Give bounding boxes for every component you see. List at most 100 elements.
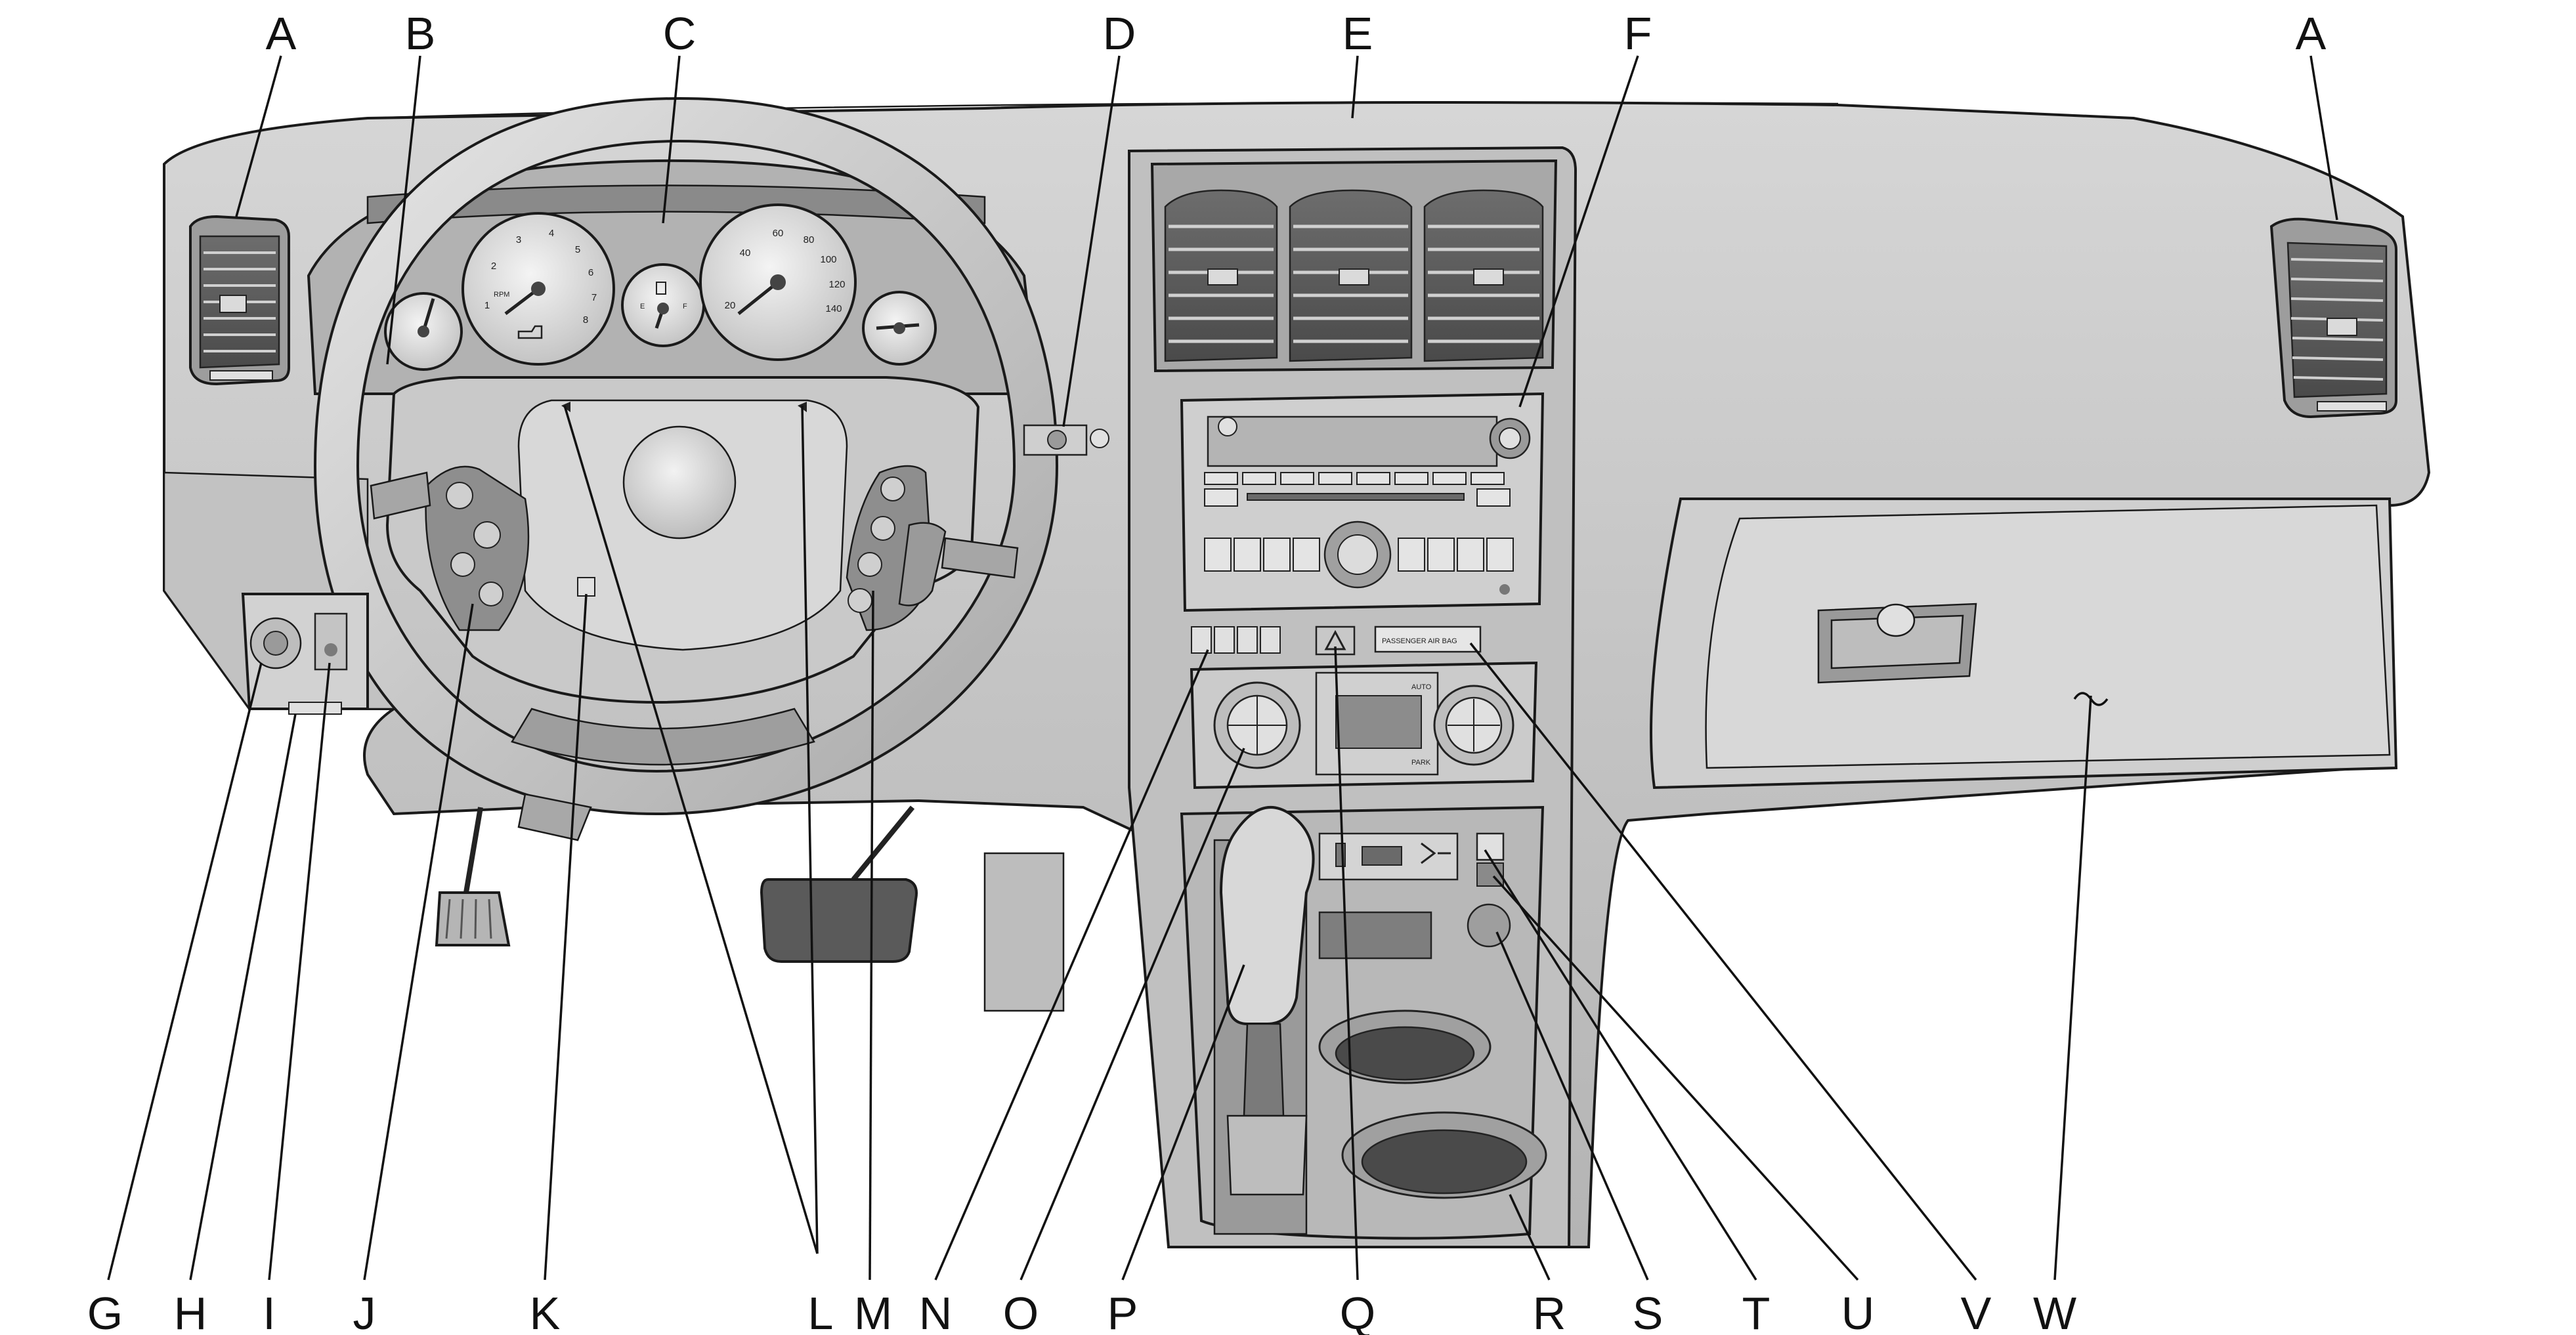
glove-box-door — [1705, 504, 2391, 769]
airbag-status-text: PASSENGER AIR BAG — [1382, 637, 1457, 645]
speedometer: 20 40 60 80 100 120 140 — [699, 203, 857, 361]
cd-slot[interactable] — [1247, 493, 1465, 501]
speed-tick-label: 140 — [825, 303, 842, 314]
rear-cupholder[interactable] — [1341, 1111, 1547, 1199]
speed-tick-label: 80 — [804, 234, 815, 245]
cruise-on-off-button[interactable] — [479, 582, 504, 606]
tach-tick-label: 2 — [491, 261, 496, 272]
adjustable-pedals-switch[interactable] — [1023, 424, 1109, 456]
callout-j: J — [353, 1288, 376, 1335]
rear-defog-button[interactable] — [1214, 626, 1235, 654]
passenger-temperature-knob[interactable] — [1433, 685, 1514, 766]
callout-leader-lines — [107, 55, 2338, 1281]
center-stack: PASSENGER AIR BAG AUTO PARK — [1128, 146, 1578, 1248]
callout-r: R — [1533, 1288, 1566, 1335]
glove-box-handle[interactable] — [1817, 603, 1977, 684]
cruise-resume-button[interactable] — [473, 521, 501, 549]
callout-p: P — [1107, 1288, 1138, 1335]
accessory-power-outlet[interactable] — [1467, 903, 1511, 948]
fuel-pump-icon — [656, 282, 666, 295]
fuel-empty-label: E — [640, 303, 645, 310]
climate-park-label: PARK — [1411, 759, 1431, 767]
callout-b: B — [405, 8, 436, 59]
cruise-cancel-button[interactable] — [450, 552, 475, 577]
check-engine-icon — [517, 325, 543, 339]
hood-release-lever[interactable] — [288, 702, 342, 715]
tach-tick-label: 7 — [591, 292, 597, 303]
center-vent-middle[interactable] — [1289, 189, 1413, 362]
speed-tick-label: 40 — [740, 247, 751, 259]
traction-control-button[interactable] — [1191, 626, 1212, 654]
callout-g: G — [87, 1288, 123, 1335]
speed-tick-label: 100 — [820, 254, 836, 265]
headlamp-control-panel — [241, 593, 369, 715]
audio-source-button[interactable] — [848, 588, 872, 613]
audio-volume-button[interactable] — [870, 516, 895, 541]
audio-function-buttons[interactable] — [1204, 538, 1514, 572]
center-air-vents[interactable] — [1150, 159, 1558, 373]
callout-a-left: A — [266, 8, 297, 59]
callout-q: Q — [1340, 1288, 1375, 1335]
left-steering-wheel-controls[interactable] — [425, 465, 530, 631]
callout-c: C — [663, 8, 697, 59]
tachometer: 1 2 3 4 5 6 7 8 RPM — [462, 212, 615, 366]
callout-labels: A B C D E F A G H I J K L M N O P Q R S … — [87, 8, 2327, 1335]
left-side-air-vent[interactable] — [189, 215, 290, 386]
climate-display: AUTO PARK — [1315, 671, 1439, 776]
speed-tick-label: 60 — [773, 228, 784, 239]
callout-e: E — [1342, 8, 1373, 59]
rear-wiper-button[interactable] — [1237, 626, 1258, 654]
shift-lever[interactable] — [1213, 806, 1315, 1235]
tach-tick-label: 3 — [516, 234, 521, 245]
front-cupholder[interactable] — [1318, 1009, 1492, 1084]
callout-d: D — [1103, 8, 1136, 59]
audio-system[interactable] — [1180, 392, 1545, 612]
callout-s: S — [1633, 1288, 1664, 1335]
right-side-air-vent[interactable] — [2269, 217, 2397, 419]
tow-haul-button[interactable] — [1362, 846, 1402, 866]
callout-k: K — [530, 1288, 561, 1335]
coolant-temperature-gauge — [384, 292, 463, 371]
cruise-set-button[interactable] — [446, 482, 473, 509]
instrument-cluster: 1 2 3 4 5 6 7 8 RPM E F 20 40 60 — [307, 159, 1039, 395]
rear-climate-button[interactable] — [1260, 626, 1281, 654]
passenger-airbag-status-indicator: PASSENGER AIR BAG — [1374, 625, 1482, 653]
accelerator-pedal[interactable] — [435, 807, 511, 946]
callout-i: I — [263, 1288, 275, 1335]
parking-brake-pedal[interactable] — [983, 852, 1065, 1012]
callout-a-right: A — [2296, 8, 2327, 59]
tilt-wheel-lever[interactable] — [577, 577, 595, 597]
auxiliary-input-jack[interactable] — [1476, 832, 1505, 861]
climate-auto-label: AUTO — [1411, 683, 1432, 691]
fuel-gauge: E F — [621, 263, 705, 347]
callout-n: N — [919, 1288, 953, 1335]
center-vent-left[interactable] — [1164, 189, 1278, 362]
right-paddle[interactable] — [898, 522, 947, 606]
audio-display — [1207, 415, 1498, 467]
callout-h: H — [174, 1288, 207, 1335]
horn-pad-emblem[interactable] — [622, 425, 737, 540]
audio-preset-buttons[interactable] — [1204, 472, 1505, 485]
audio-power-knob[interactable] — [1218, 417, 1237, 436]
callout-u: U — [1841, 1288, 1875, 1335]
tach-tick-label: 6 — [588, 267, 593, 278]
callout-o: O — [1003, 1288, 1039, 1335]
audio-seek-button[interactable] — [880, 477, 905, 501]
center-vent-right[interactable] — [1423, 189, 1544, 362]
audio-mute-button[interactable] — [857, 552, 882, 577]
tach-tick-label: 1 — [484, 300, 490, 311]
driver-temperature-knob[interactable] — [1213, 681, 1301, 769]
windshield-wiper-lever[interactable] — [941, 537, 1019, 579]
turn-signal-lever[interactable] — [370, 471, 431, 520]
brake-pedal[interactable] — [760, 805, 918, 963]
power-outlet-icon — [1421, 842, 1451, 864]
callout-l: L — [808, 1288, 834, 1335]
steering-wheel[interactable] — [313, 96, 1059, 816]
speed-tick-label: 20 — [725, 300, 736, 311]
storage-bin[interactable] — [1318, 911, 1432, 960]
callout-w: W — [2033, 1288, 2076, 1335]
instrument-panel-brightness-control[interactable] — [314, 612, 348, 671]
tach-tick-label: 4 — [549, 228, 554, 239]
tach-unit-label: RPM — [494, 291, 509, 299]
